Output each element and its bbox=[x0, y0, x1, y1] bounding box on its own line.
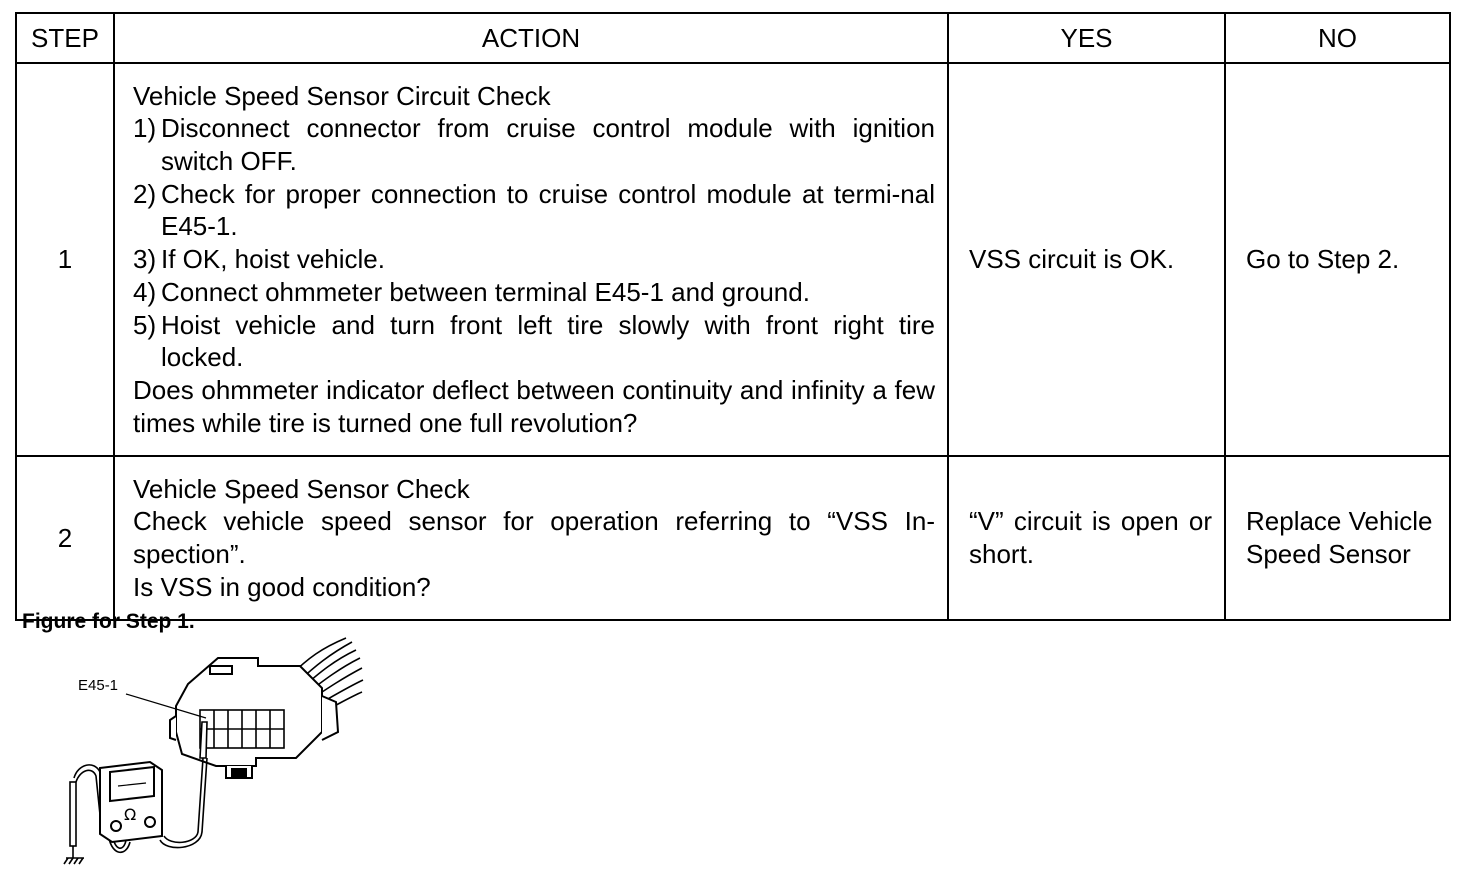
yes-result: VSS circuit is OK. bbox=[947, 62, 1226, 457]
no-result: Replace Vehicle Speed Sensor bbox=[1224, 455, 1451, 621]
yes-result: “V” circuit is open or short. bbox=[947, 455, 1226, 621]
action-step-list: 1) Disconnect connector from cruise cont… bbox=[133, 112, 935, 374]
list-item-number: 3) bbox=[133, 244, 157, 275]
action-cell: Vehicle Speed Sensor Check Check vehicle… bbox=[113, 455, 949, 621]
label-leader-line bbox=[125, 693, 207, 719]
header-action: ACTION bbox=[113, 12, 949, 64]
diagnostic-table: STEP ACTION YES NO 1 Vehicle Speed Senso… bbox=[15, 12, 1451, 621]
no-result: Go to Step 2. bbox=[1224, 62, 1451, 457]
table-header-row: STEP ACTION YES NO bbox=[15, 12, 1451, 64]
header-yes: YES bbox=[947, 12, 1226, 64]
list-item-number: 1) bbox=[133, 113, 157, 144]
action-body: Check vehicle speed sensor for operation… bbox=[133, 506, 935, 569]
list-item-text: Disconnect connector from cruise control… bbox=[161, 113, 935, 177]
figure-caption: Figure for Step 1. bbox=[22, 610, 195, 633]
list-item-text: Connect ohmmeter between terminal E45-1 … bbox=[161, 276, 810, 307]
list-item: 5) Hoist vehicle and turn front left tir… bbox=[133, 309, 935, 374]
terminal-label: E45-1 bbox=[78, 677, 118, 694]
ohmmeter bbox=[99, 760, 163, 844]
table-row: 1 Vehicle Speed Sensor Circuit Check 1) … bbox=[15, 62, 1451, 457]
ground-probe bbox=[63, 781, 84, 865]
action-question: Does ohmmeter indicator deflect between … bbox=[133, 374, 935, 438]
action-title: Vehicle Speed Sensor Check bbox=[133, 473, 470, 504]
list-item-text: Hoist vehicle and turn front left tire s… bbox=[161, 309, 935, 373]
list-item: 2) Check for proper connection to cruise… bbox=[133, 178, 935, 243]
terminal-grid bbox=[199, 709, 285, 749]
step-number: 1 bbox=[15, 62, 115, 457]
step-number: 2 bbox=[15, 455, 115, 621]
list-item: 3) If OK, hoist vehicle. bbox=[133, 243, 935, 276]
connector-ohmmeter-figure: E45-1 bbox=[60, 636, 380, 871]
list-item-number: 5) bbox=[133, 309, 157, 340]
list-item-number: 4) bbox=[133, 276, 157, 307]
header-step: STEP bbox=[15, 12, 115, 64]
connector-diagram: E45-1 bbox=[63, 637, 364, 865]
list-item-text: If OK, hoist vehicle. bbox=[161, 244, 385, 275]
action-question: Is VSS in good condition? bbox=[133, 571, 431, 602]
header-no: NO bbox=[1224, 12, 1451, 64]
list-item-number: 2) bbox=[133, 178, 157, 209]
meter-probe bbox=[199, 721, 208, 759]
table-row: 2 Vehicle Speed Sensor Check Check vehic… bbox=[15, 455, 1451, 621]
ohm-symbol: Ω bbox=[124, 805, 136, 824]
action-title: Vehicle Speed Sensor Circuit Check bbox=[133, 80, 551, 111]
list-item: 1) Disconnect connector from cruise cont… bbox=[133, 112, 935, 177]
list-item: 4) Connect ohmmeter between terminal E45… bbox=[133, 276, 935, 309]
list-item-text: Check for proper connection to cruise co… bbox=[161, 178, 935, 242]
action-cell: Vehicle Speed Sensor Circuit Check 1) Di… bbox=[113, 62, 949, 457]
